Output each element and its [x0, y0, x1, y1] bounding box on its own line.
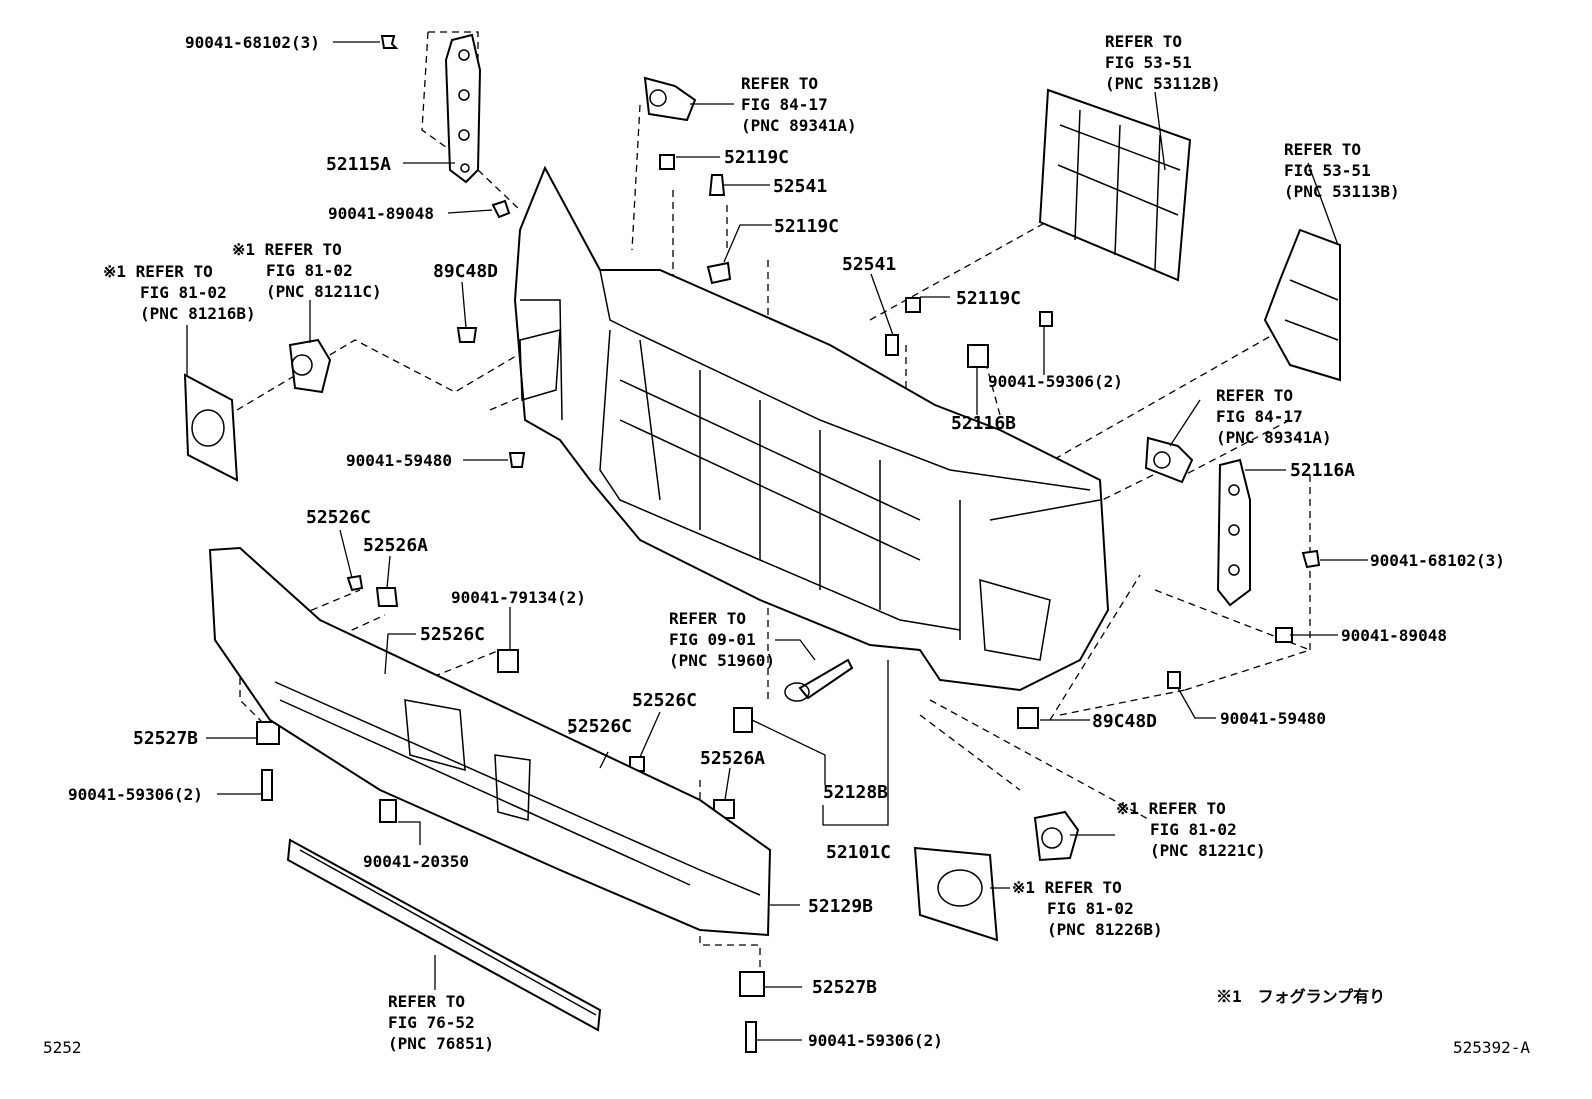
label-90041-68102-right: 90041-68102(3): [1370, 551, 1505, 570]
label-52119c-1: 52119C: [724, 147, 789, 168]
footnote: ※1 フォグランプ有り: [1216, 987, 1385, 1006]
label-89c48d-left: 89C48D: [433, 261, 498, 282]
label-90041-59306-mid: 90041-59306(2): [988, 372, 1123, 391]
label-52116a: 52116A: [1290, 460, 1355, 481]
refer-81216b: ※1 REFER TO FIG 81-02 (PNC 81216B): [103, 262, 256, 323]
label-52541-2: 52541: [842, 254, 896, 275]
fog-bezel-81226b: [913, 846, 999, 942]
label-52116b: 52116B: [951, 413, 1016, 434]
bracket-52116a: [1216, 458, 1251, 607]
label-89c48d-right: 89C48D: [1092, 711, 1157, 732]
label-90041-59306-left: 90041-59306(2): [68, 785, 203, 804]
grille-53112b: [1038, 88, 1192, 282]
label-90041-20350: 90041-20350: [363, 852, 469, 871]
refer-89341a-right: REFER TO FIG 84-17 (PNC 89341A): [1216, 386, 1332, 447]
sensor-89341a-top: [643, 76, 697, 122]
refer-89341a-top: REFER TO FIG 84-17 (PNC 89341A): [741, 74, 857, 135]
label-90041-59480-left: 90041-59480: [346, 451, 452, 470]
lower-bumper-52129b: [208, 546, 772, 937]
refer-81226b: ※1 REFER TO FIG 81-02 (PNC 81226B): [1012, 878, 1163, 939]
label-52526a-1: 52526A: [363, 535, 428, 556]
refer-81211c: ※1 REFER TO FIG 81-02 (PNC 81211C): [232, 240, 382, 301]
label-52541-1: 52541: [773, 176, 827, 197]
lower-trim-76851: [286, 838, 602, 1032]
refer-53113b: REFER TO FIG 53-51 (PNC 53113B): [1284, 140, 1400, 201]
bumper-cover-main: [513, 165, 1110, 692]
label-90041-89048-left: 90041-89048: [328, 204, 434, 223]
label-52129b: 52129B: [808, 896, 873, 917]
refer-51960: REFER TO FIG 09-01 (PNC 51960): [669, 609, 775, 670]
label-90041-68102-top: 90041-68102(3): [185, 33, 320, 52]
fog-bezel-81216b: [183, 373, 239, 482]
label-52101c: 52101C: [826, 842, 891, 863]
grille-53113b: [1263, 228, 1341, 382]
label-52119c-2: 52119C: [774, 216, 839, 237]
corner-code-right: 525392-A: [1453, 1038, 1530, 1057]
label-52527b-bottom: 52527B: [812, 977, 877, 998]
label-52119c-3: 52119C: [956, 288, 1021, 309]
label-52128b: 52128B: [823, 782, 888, 803]
part-labels: 90041-68102(3) 52115A 90041-89048 89C48D…: [68, 33, 1505, 1050]
label-52526c-4: 52526C: [567, 716, 632, 737]
corner-code-left: 5252: [43, 1038, 82, 1057]
refer-81221c: ※1 REFER TO FIG 81-02 (PNC 81221C): [1116, 799, 1266, 860]
label-52526c-2: 52526C: [420, 624, 485, 645]
refer-76851: REFER TO FIG 76-52 (PNC 76851): [388, 992, 494, 1053]
refer-53112b: REFER TO FIG 53-51 (PNC 53112B): [1105, 32, 1221, 93]
fog-lamp-81221c: [1033, 810, 1080, 862]
bracket-52115a: [444, 33, 482, 184]
label-90041-79134: 90041-79134(2): [451, 588, 586, 607]
sensor-89341a-right: [1144, 436, 1194, 484]
label-90041-89048-right: 90041-89048: [1341, 626, 1447, 645]
label-52526a-2: 52526A: [700, 748, 765, 769]
label-90041-59306-bottom: 90041-59306(2): [808, 1031, 943, 1050]
label-52526c-1: 52526C: [306, 507, 371, 528]
label-52115a: 52115A: [326, 154, 391, 175]
refer-callouts: REFER TO FIG 84-17 (PNC 89341A) REFER TO…: [103, 32, 1400, 1053]
fog-lamp-81211c: [288, 338, 332, 394]
label-90041-59480-right: 90041-59480: [1220, 709, 1326, 728]
label-52526c-3: 52526C: [632, 690, 697, 711]
label-52527b-left: 52527B: [133, 728, 198, 749]
leader-lines: [186, 41, 1368, 1041]
tow-hook-51960: [784, 658, 854, 702]
